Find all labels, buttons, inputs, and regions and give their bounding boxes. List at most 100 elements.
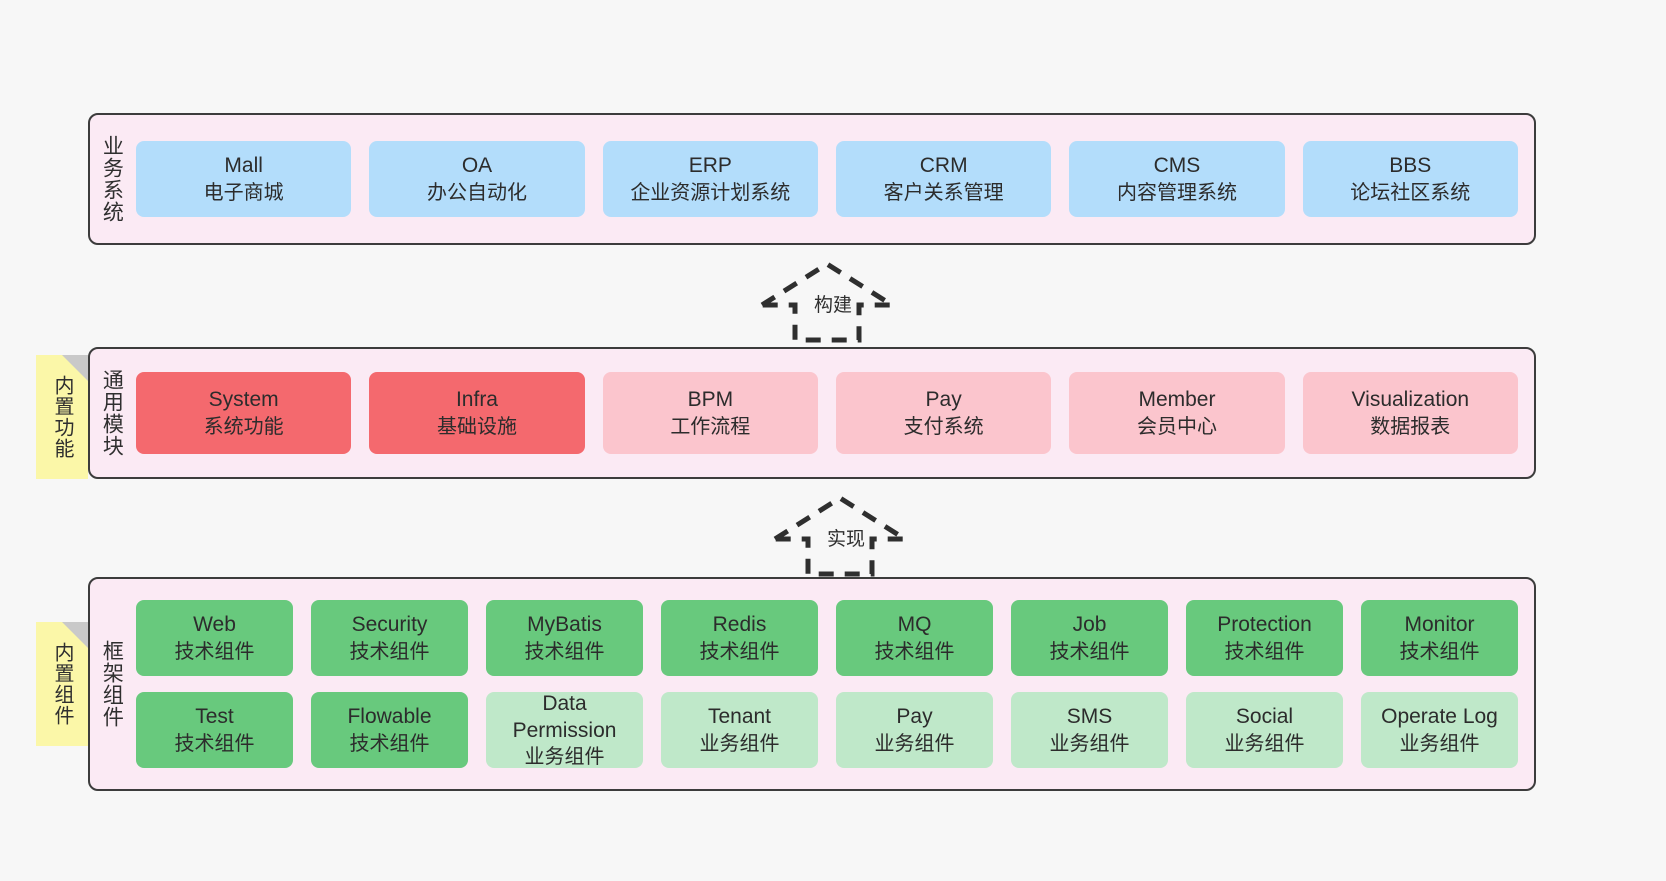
framework-card-data-permission[interactable]: Data Permission 业务组件 — [486, 692, 643, 768]
connector-label-implement: 实现 — [827, 529, 866, 550]
card-subtitle: 技术组件 — [174, 732, 255, 755]
framework-card-protection[interactable]: Protection 技术组件 — [1186, 600, 1343, 676]
card-title: Security — [351, 613, 428, 637]
card-subtitle: 支付系统 — [903, 415, 984, 438]
card-subtitle: 技术组件 — [1224, 640, 1305, 663]
card-title: Flowable — [347, 705, 432, 729]
card-title: Infra — [455, 388, 498, 412]
card-subtitle: 业务组件 — [1049, 732, 1130, 755]
card-subtitle: 客户关系管理 — [883, 181, 1004, 204]
card-subtitle: 会员中心 — [1136, 415, 1217, 438]
card-title: ERP — [688, 154, 732, 178]
card-title: Data Permission — [512, 691, 617, 742]
card-title: BBS — [1389, 154, 1432, 178]
card-title: Visualization — [1351, 388, 1470, 412]
card-subtitle: 业务组件 — [699, 732, 780, 755]
card-title: CMS — [1153, 154, 1201, 178]
card-title: SMS — [1066, 705, 1113, 729]
card-subtitle: 论坛社区系统 — [1350, 181, 1471, 204]
card-title: Redis — [712, 613, 767, 637]
framework-card-web[interactable]: Web 技术组件 — [136, 600, 293, 676]
card-subtitle: 办公自动化 — [426, 181, 527, 204]
framework-card-mq[interactable]: MQ 技术组件 — [836, 600, 993, 676]
card-subtitle: 技术组件 — [874, 640, 955, 663]
framework-card-security[interactable]: Security 技术组件 — [311, 600, 468, 676]
card-title: Monitor — [1404, 613, 1475, 637]
card-title: Pay — [896, 705, 933, 729]
business-card-cms[interactable]: CMS 内容管理系统 — [1069, 141, 1285, 217]
module-card-infra[interactable]: Infra 基础设施 — [369, 372, 585, 454]
framework-card-test[interactable]: Test 技术组件 — [136, 692, 293, 768]
framework-card-operate-log[interactable]: Operate Log 业务组件 — [1361, 692, 1518, 768]
business-card-bbs[interactable]: BBS 论坛社区系统 — [1302, 141, 1518, 217]
module-card-member[interactable]: Member 会员中心 — [1069, 372, 1285, 454]
layer-common-modules-label: 通用模块 — [100, 369, 124, 457]
card-title: MyBatis — [527, 613, 602, 637]
framework-card-flowable[interactable]: Flowable 技术组件 — [311, 692, 468, 768]
card-subtitle: 技术组件 — [349, 640, 430, 663]
framework-card-monitor[interactable]: Monitor 技术组件 — [1361, 600, 1518, 676]
sticky-note-builtin-components: 内置组件 — [36, 622, 88, 746]
card-title: CRM — [919, 154, 968, 178]
card-subtitle: 数据报表 — [1370, 415, 1451, 438]
sticky-note-builtin-features: 内置功能 — [36, 355, 88, 479]
note-fold-corner-icon — [62, 622, 88, 648]
card-title: System — [208, 388, 279, 412]
card-title: Member — [1138, 388, 1216, 412]
card-title: Web — [193, 613, 236, 637]
card-subtitle: 基础设施 — [436, 415, 517, 438]
card-subtitle: 电子商城 — [203, 181, 284, 204]
layer-business-system-label: 业务系统 — [100, 135, 124, 223]
card-subtitle: 业务组件 — [1224, 732, 1305, 755]
connector-arrow-implement — [768, 495, 914, 577]
module-card-pay[interactable]: Pay 支付系统 — [835, 372, 1052, 454]
card-subtitle: 业务组件 — [874, 732, 955, 755]
note-fold-corner-icon — [62, 355, 88, 381]
layer-framework-components-label: 框架组件 — [100, 640, 124, 728]
card-title: OA — [461, 154, 493, 178]
framework-card-redis[interactable]: Redis 技术组件 — [661, 600, 818, 676]
module-card-visualization[interactable]: Visualization 数据报表 — [1302, 372, 1518, 454]
card-title: MQ — [897, 613, 932, 637]
card-title: Job — [1072, 613, 1107, 637]
card-subtitle: 内容管理系统 — [1116, 181, 1237, 204]
card-title: Pay — [925, 388, 962, 412]
framework-card-pay[interactable]: Pay 业务组件 — [836, 692, 993, 768]
card-subtitle: 技术组件 — [699, 640, 780, 663]
connector-arrow-build — [755, 261, 901, 343]
framework-card-sms[interactable]: SMS 业务组件 — [1011, 692, 1168, 768]
card-subtitle: 业务组件 — [1399, 732, 1480, 755]
sticky-note-builtin-features-label: 内置功能 — [51, 375, 73, 459]
card-title: Test — [195, 705, 234, 729]
card-subtitle: 业务组件 — [524, 746, 605, 769]
business-card-mall[interactable]: Mall 电子商城 — [136, 141, 352, 217]
business-card-oa[interactable]: OA 办公自动化 — [369, 141, 585, 217]
card-title: Protection — [1217, 613, 1312, 637]
card-title: Operate Log — [1381, 705, 1498, 729]
business-card-crm[interactable]: CRM 客户关系管理 — [835, 141, 1052, 217]
connector-label-build: 构建 — [814, 295, 853, 316]
card-title: Mall — [224, 154, 263, 178]
card-subtitle: 技术组件 — [349, 732, 430, 755]
sticky-note-builtin-components-label: 内置组件 — [51, 642, 73, 726]
card-subtitle: 技术组件 — [1399, 640, 1480, 663]
card-subtitle: 技术组件 — [174, 640, 255, 663]
